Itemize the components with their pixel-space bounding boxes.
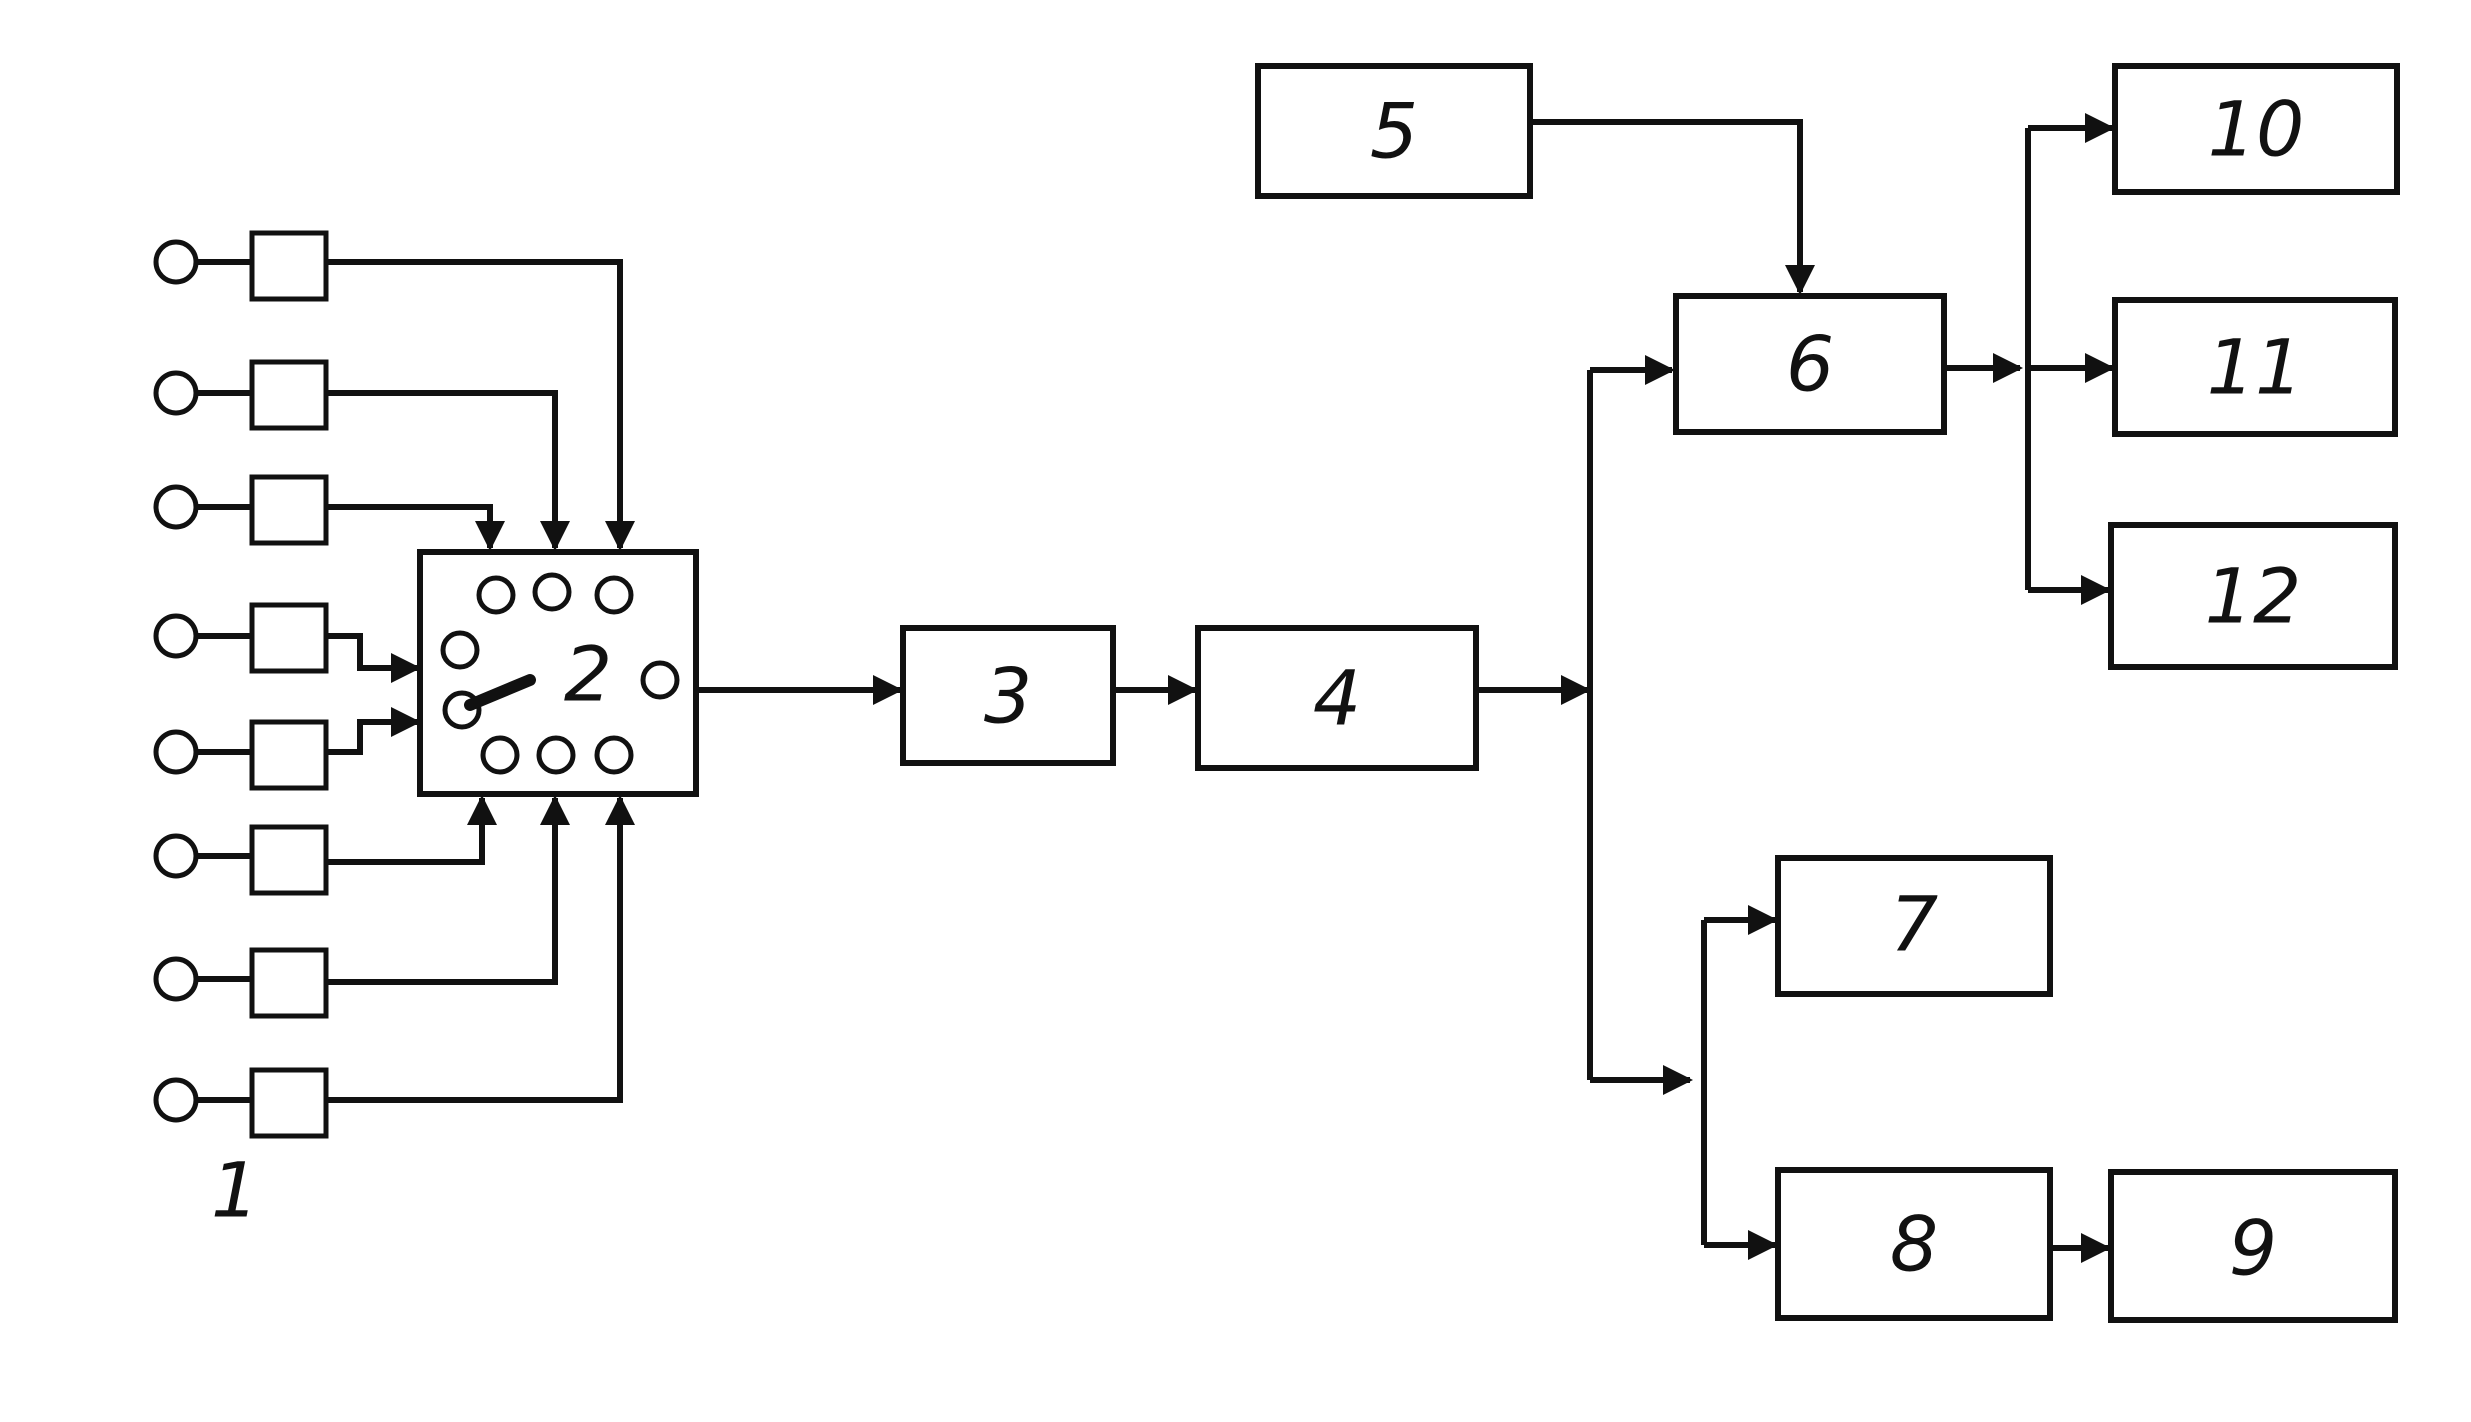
- svg-text:5: 5: [1370, 87, 1418, 176]
- sensor-7: [153, 947, 329, 1019]
- svg-text:6: 6: [1786, 320, 1834, 409]
- switch-contact-arm: [464, 674, 536, 711]
- svg-text:4: 4: [1313, 654, 1361, 743]
- block-6: 6: [1673, 293, 1947, 435]
- label-sources: 1: [211, 1146, 259, 1235]
- svg-text:12: 12: [2205, 552, 2302, 641]
- sensor-wires: [326, 259, 635, 1103]
- bus-from-4: [1476, 355, 1693, 1095]
- wire-5-6: [1530, 119, 1815, 295]
- label-switch: 2: [564, 630, 612, 719]
- sensor-3: [153, 474, 329, 546]
- svg-text:11: 11: [2207, 323, 2304, 412]
- sensor-5: [153, 719, 329, 791]
- sensor-group: 1: [153, 230, 329, 1235]
- sensor-6: [153, 824, 329, 896]
- svg-text:3: 3: [984, 652, 1032, 741]
- fanout-6: [1944, 113, 2115, 605]
- sensor-4: [153, 602, 329, 674]
- switch-block: 2: [417, 549, 699, 797]
- fanout-lower: [1701, 905, 1778, 1260]
- svg-text:8: 8: [1890, 1200, 1938, 1289]
- svg-text:7: 7: [1890, 880, 1938, 969]
- sensor-8: [153, 1067, 329, 1139]
- sensor-2: [153, 359, 329, 431]
- block-4: 4: [1195, 625, 1479, 771]
- block-7: 7: [1775, 855, 2053, 997]
- block-3: 3: [900, 625, 1116, 766]
- block-8: 8: [1775, 1167, 2053, 1321]
- block-5: 5: [1255, 63, 1533, 199]
- sensor-1: [153, 230, 329, 302]
- block-9: 9: [2108, 1169, 2398, 1323]
- svg-text:10: 10: [2208, 85, 2305, 174]
- svg-text:9: 9: [2229, 1204, 2277, 1293]
- block-12: 12: [2108, 522, 2398, 670]
- block-10: 10: [2112, 63, 2400, 195]
- block-11: 11: [2112, 297, 2398, 437]
